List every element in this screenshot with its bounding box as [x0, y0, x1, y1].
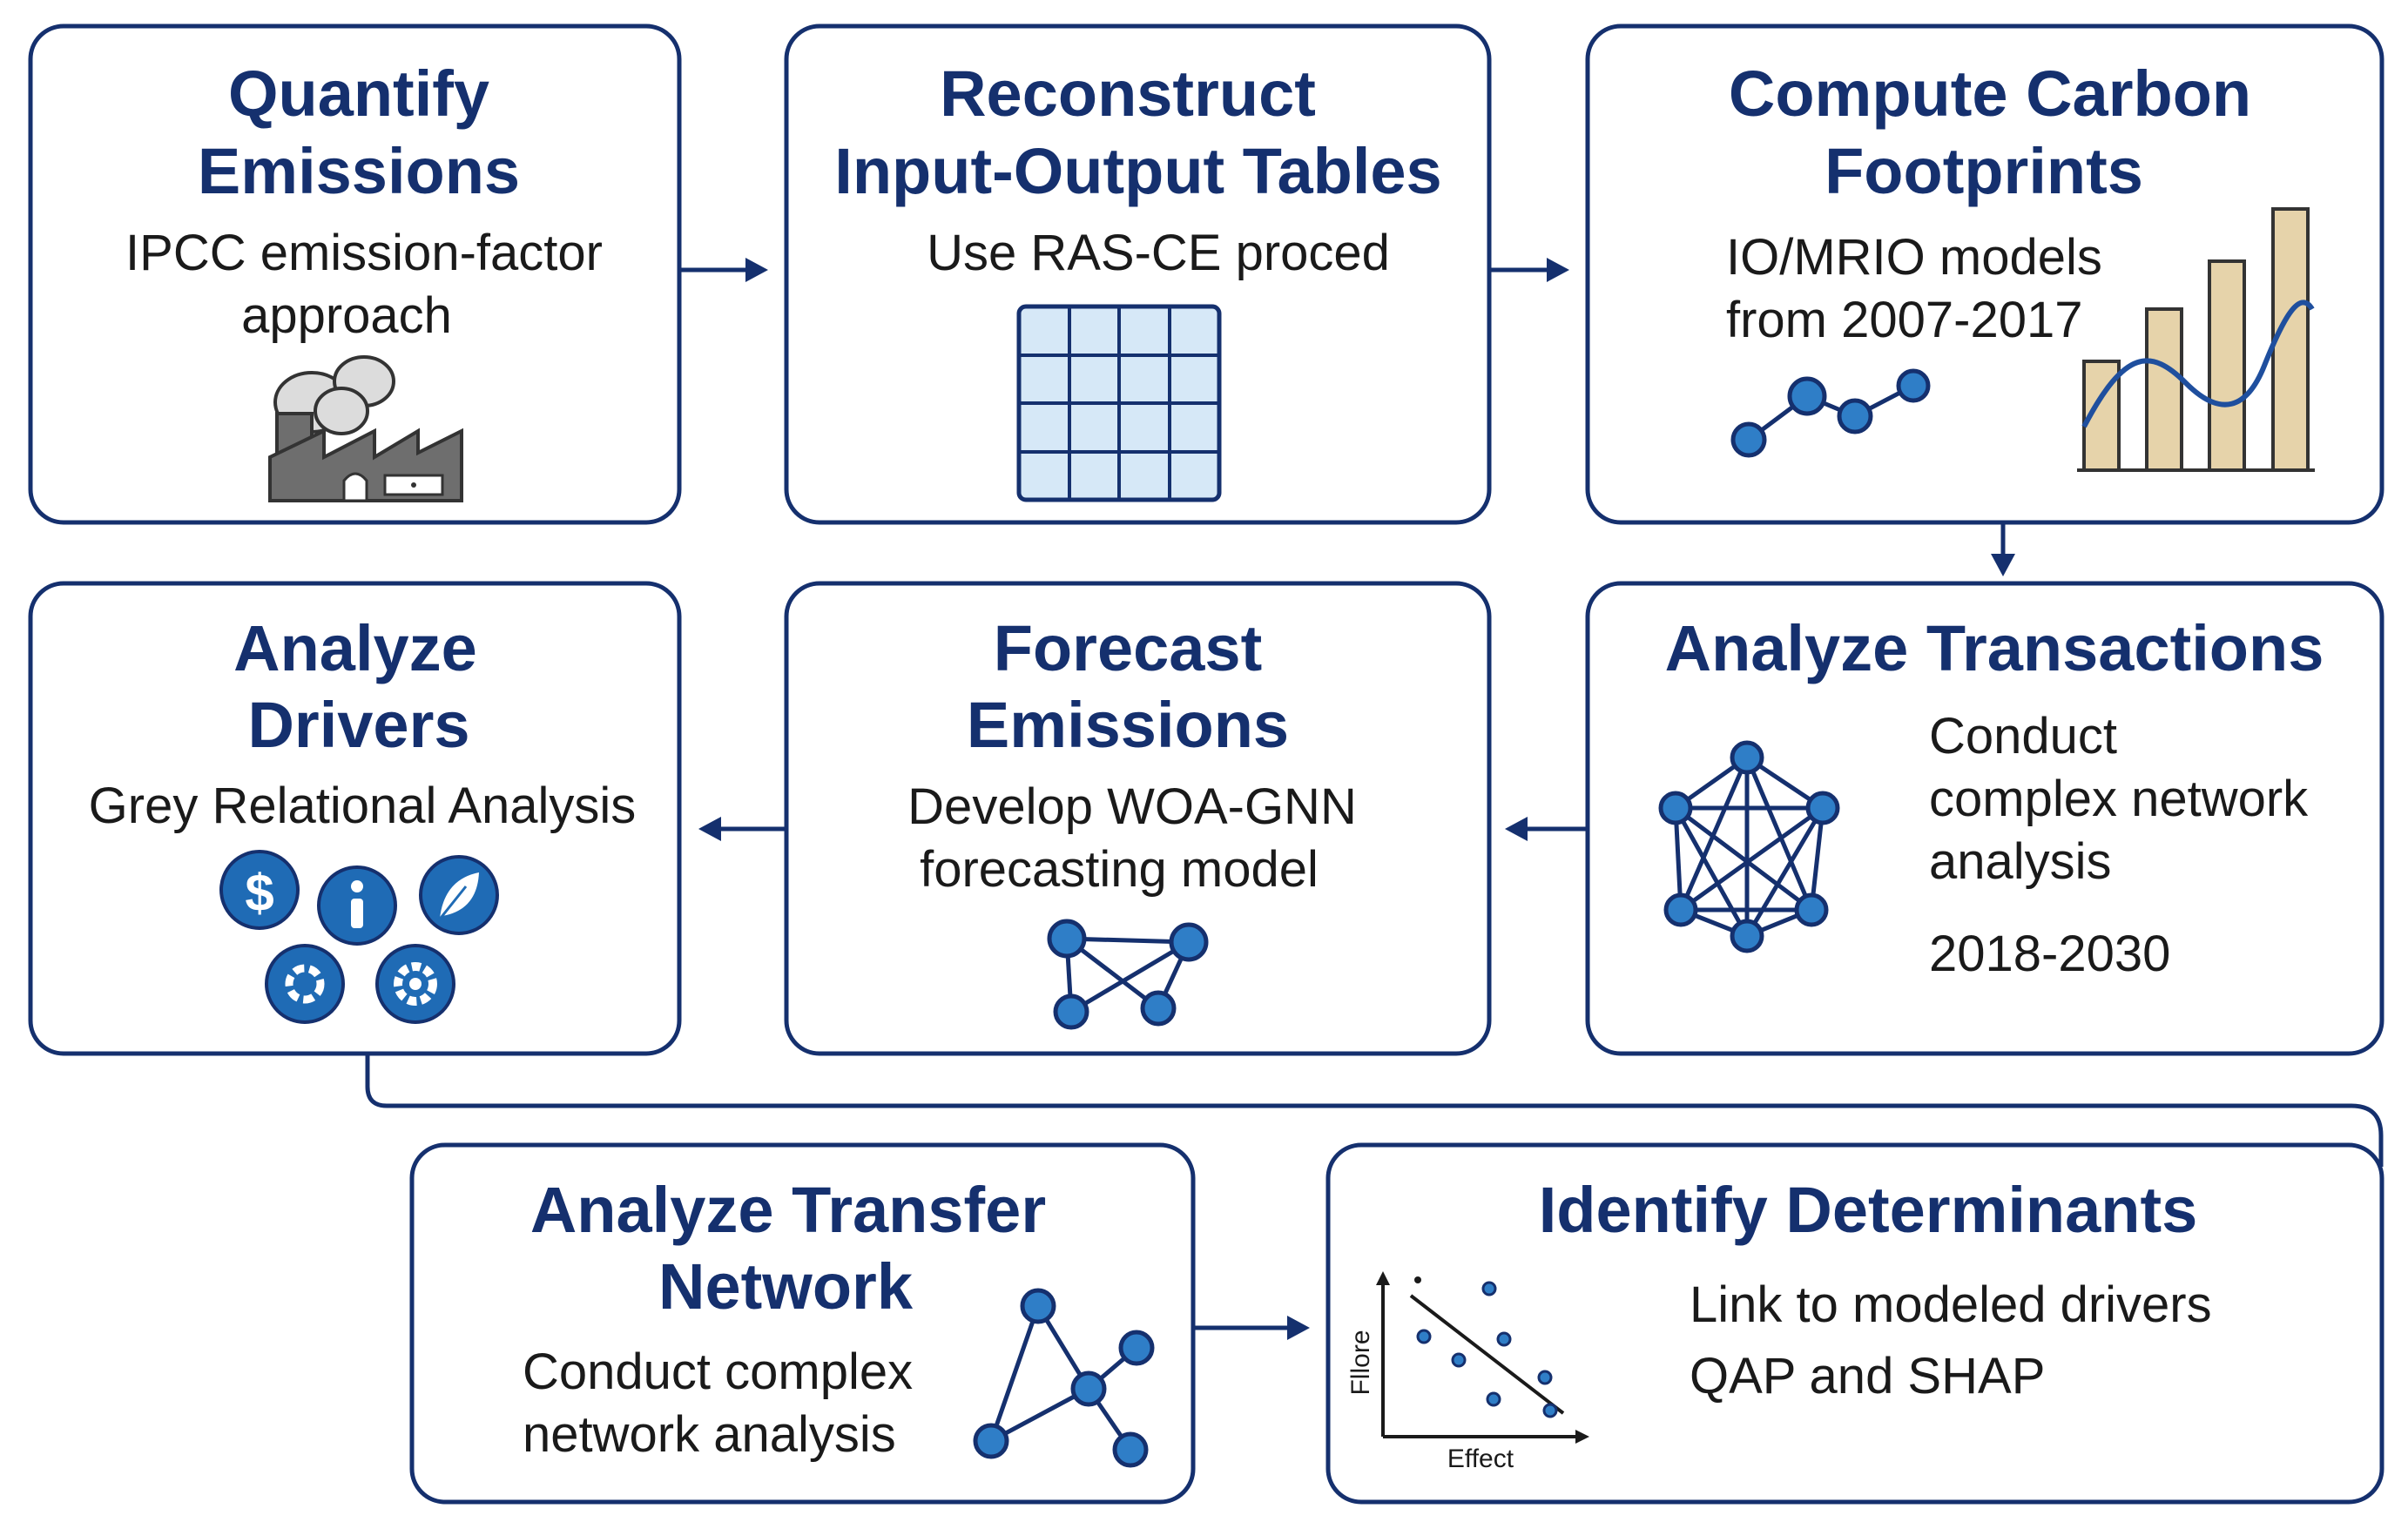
step-identify-determinants: Identify Determinants Link to modeled dr… — [1325, 1142, 2384, 1505]
step-description: QAP and SHAP — [1690, 1348, 2045, 1404]
step-box — [409, 1142, 1196, 1505]
step-description: network analysis — [523, 1406, 896, 1463]
step-box — [784, 24, 1492, 525]
bar-line-chart-icon — [2077, 207, 2315, 472]
line-trend-icon — [1730, 368, 1931, 458]
scatter-plot-icon: Effect Fllore — [1346, 1271, 1589, 1473]
svg-text:$: $ — [245, 864, 273, 922]
step-description: Conduct complex — [523, 1344, 913, 1400]
step-title: Drivers — [247, 689, 469, 761]
scatter-x-label: Effect — [1447, 1445, 1514, 1473]
step-box — [1325, 1142, 2384, 1505]
network-edge — [1673, 806, 1750, 938]
year-range: 2018-2030 — [1929, 926, 2170, 982]
step-title: Network — [658, 1250, 914, 1323]
network-edge — [1673, 807, 1683, 911]
leaf-icon — [419, 855, 499, 935]
step-title: Quantify — [228, 57, 489, 130]
step-description: from 2007-2017 — [1726, 292, 2082, 348]
step-box — [1585, 581, 2384, 1056]
step-description: forecasting model — [920, 841, 1319, 898]
step-box — [28, 581, 682, 1056]
step-title: Emissions — [198, 135, 520, 207]
step-analyze-transactions: Analyze Transactions Conduct complex net… — [1585, 581, 2384, 1056]
step-compute-carbon-footprints: Compute Carbon Footprints IO/MRIO models… — [1585, 24, 2384, 525]
step-description: Grey Relational Analysis — [89, 778, 637, 834]
arrow-quantify-to-reconstruct — [681, 258, 768, 282]
step-description: complex network — [1929, 771, 2309, 827]
step-title: Forecast — [994, 612, 1262, 684]
step-description: Link to modeled drivers — [1690, 1276, 2212, 1333]
step-forecast-emissions: Forecast Emissions Develop WOA-GNN forec… — [784, 581, 1492, 1056]
step-description: Develop WOA-GNN — [907, 778, 1357, 835]
network-icon — [1047, 919, 1209, 1030]
network-edge — [1679, 805, 1825, 913]
network-edge — [1744, 757, 1814, 911]
dollar-icon: $ — [219, 850, 300, 930]
network-edge — [1678, 757, 1750, 911]
step-title: Emissions — [967, 689, 1289, 761]
step-reconstruct-io-tables: Reconstruct Input-Output Tables Use RAS-… — [784, 24, 1492, 525]
scatter-y-label: Fllore — [1346, 1330, 1375, 1395]
arrow-compute-to-transactions — [1991, 522, 2015, 576]
step-title: Analyze Transfer — [530, 1174, 1046, 1246]
network-node — [1805, 791, 1840, 825]
step-analyze-transfer-network: Analyze Transfer Network Conduct complex… — [409, 1142, 1196, 1505]
network-node — [1794, 892, 1829, 927]
step-title: Compute Carbon — [1729, 57, 2251, 130]
step-title: Analyze Transactions — [1665, 612, 2324, 684]
network-node — [1663, 892, 1698, 927]
step-quantify-emissions: Quantify Emissions IPCC emission-factor … — [28, 24, 682, 525]
step-box — [784, 581, 1492, 1056]
network-node — [1730, 740, 1764, 775]
graph-icon — [973, 1288, 1155, 1468]
step-description: approach — [241, 287, 452, 344]
grid-table-icon — [1016, 304, 1222, 502]
arrow-forecast-to-drivers — [698, 817, 786, 841]
complete-network-icon — [1658, 740, 1840, 953]
network-node — [1658, 791, 1693, 825]
step-title: Analyze — [233, 612, 477, 684]
network-edge — [1674, 806, 1813, 912]
step-analyze-drivers: Analyze Drivers Grey Relational Analysis… — [28, 581, 682, 1056]
arrow-reconstruct-to-compute — [1489, 258, 1569, 282]
step-box — [28, 24, 682, 525]
step-description: IPCC emission-factor — [125, 225, 603, 281]
connector-drivers-to-determinants — [365, 1054, 2384, 1167]
network-edge — [1744, 806, 1825, 938]
step-title: Input-Output Tables — [834, 135, 1441, 207]
info-icon — [317, 865, 397, 946]
network-edge — [1809, 807, 1825, 911]
connectors — [365, 258, 2384, 1340]
step-description: analysis — [1929, 833, 2112, 890]
network-node — [1730, 919, 1764, 953]
step-description: Use RAS-CE proced — [927, 225, 1390, 281]
arrow-transfer-to-determinants — [1193, 1316, 1310, 1340]
step-description: Conduct — [1929, 708, 2117, 764]
gear-icon — [265, 944, 345, 1024]
step-title: Footprints — [1825, 135, 2143, 207]
step-title: Identify Determinants — [1539, 1174, 2198, 1246]
arrow-transactions-to-forecast — [1505, 817, 1587, 841]
step-title: Reconstruct — [940, 57, 1316, 130]
cog-icon — [375, 944, 455, 1024]
factory-icon — [268, 355, 463, 502]
step-description: IO/MRIO models — [1726, 229, 2102, 286]
